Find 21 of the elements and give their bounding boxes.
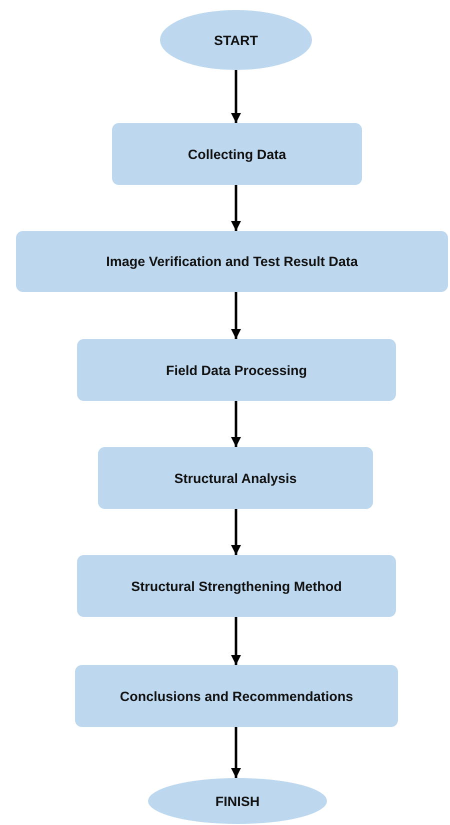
node-label: Structural Strengthening Method <box>131 578 342 594</box>
arrow <box>231 509 241 555</box>
process-box <box>75 665 398 727</box>
arrow <box>231 185 241 231</box>
node-label: Collecting Data <box>188 146 286 162</box>
arrow <box>231 727 241 778</box>
node-label: Image Verification and Test Result Data <box>106 254 358 269</box>
node-label: START <box>214 32 258 48</box>
arrow <box>231 617 241 665</box>
arrow <box>231 401 241 447</box>
node-label: Conclusions and Recommendations <box>120 688 354 704</box>
node-label: Field Data Processing <box>166 362 308 378</box>
node-label: Structural Analysis <box>174 470 297 486</box>
process-box <box>16 231 448 292</box>
arrow <box>231 292 241 339</box>
process-box <box>77 339 396 401</box>
process-box <box>77 555 396 617</box>
process-box <box>112 123 362 185</box>
arrow <box>231 70 241 123</box>
process-box <box>98 447 373 509</box>
node-label: FINISH <box>215 794 260 808</box>
